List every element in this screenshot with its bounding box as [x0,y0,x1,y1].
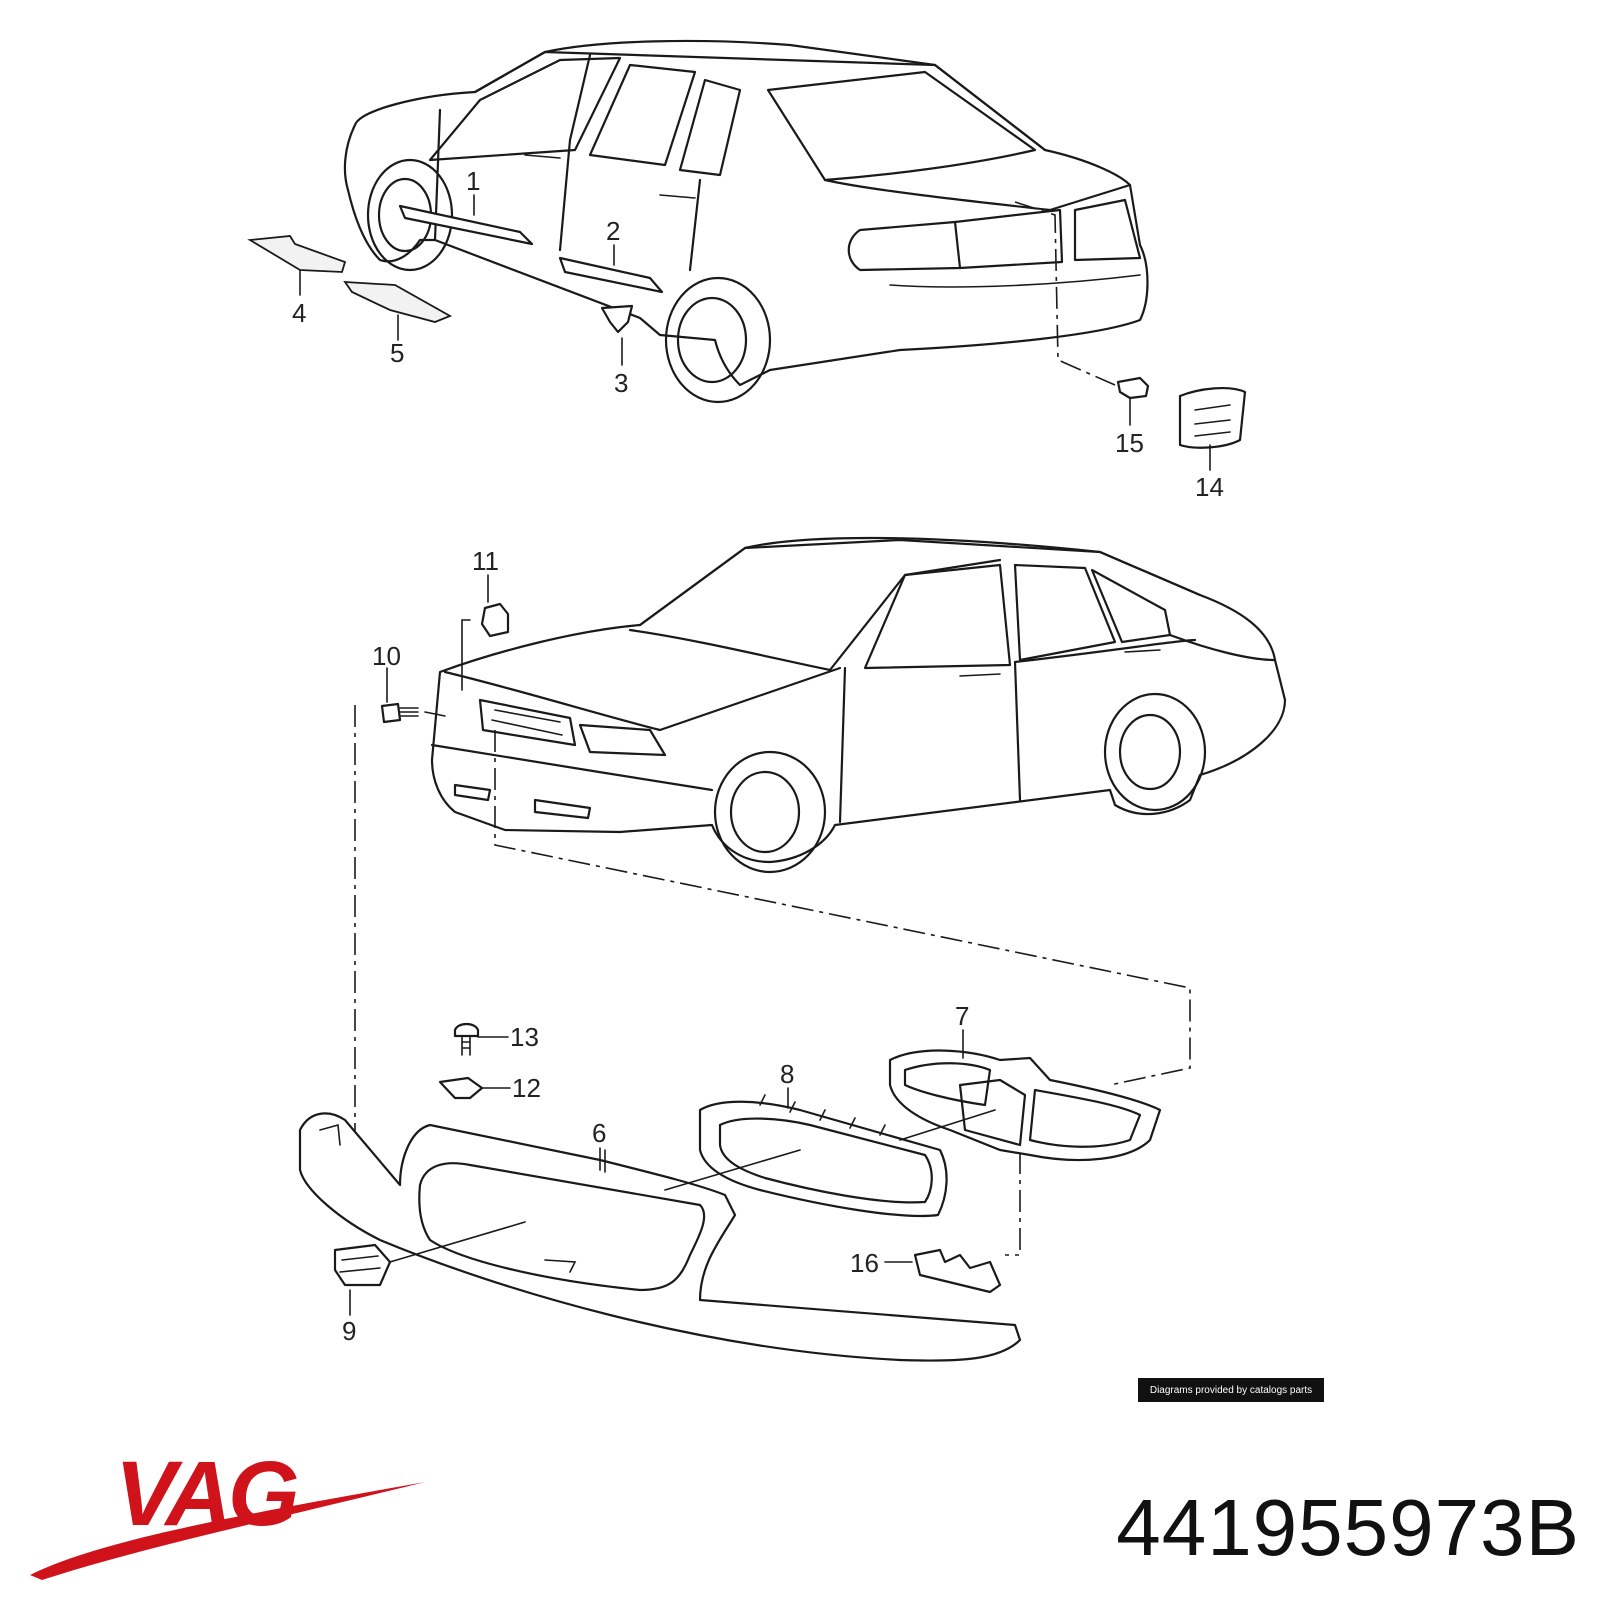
car-rear-view [247,39,1247,449]
diagram-credit: Diagrams provided by catalogs parts [1138,1378,1324,1402]
callout-9: 9 [342,1316,356,1346]
callout-leaders [299,194,1211,1316]
callout-6: 6 [592,1118,606,1148]
callout-3: 3 [614,368,628,398]
callout-14: 14 [1195,472,1224,502]
callout-1: 1 [466,166,480,196]
part-number: 441955973B [1116,1483,1580,1572]
callout-13: 13 [510,1022,539,1052]
callout-11: 11 [472,546,499,576]
callout-7: 7 [955,1001,969,1031]
logo-text: VAG [115,1443,297,1545]
callout-15: 15 [1115,428,1144,458]
grille-assembly [298,705,1191,1362]
callout-4: 4 [292,298,306,328]
car-front-view [380,536,1287,874]
vag-logo: VAG [30,1443,425,1580]
callout-12: 12 [512,1073,541,1103]
callout-2: 2 [606,216,620,246]
logo-swoosh [30,1482,425,1580]
callout-16: 16 [850,1248,879,1278]
callout-8: 8 [780,1059,794,1089]
callout-5: 5 [390,338,404,368]
callout-10: 10 [372,641,401,671]
callout-labels: 1 2 3 4 5 6 7 8 9 10 11 12 13 14 15 16 [292,166,1224,1346]
